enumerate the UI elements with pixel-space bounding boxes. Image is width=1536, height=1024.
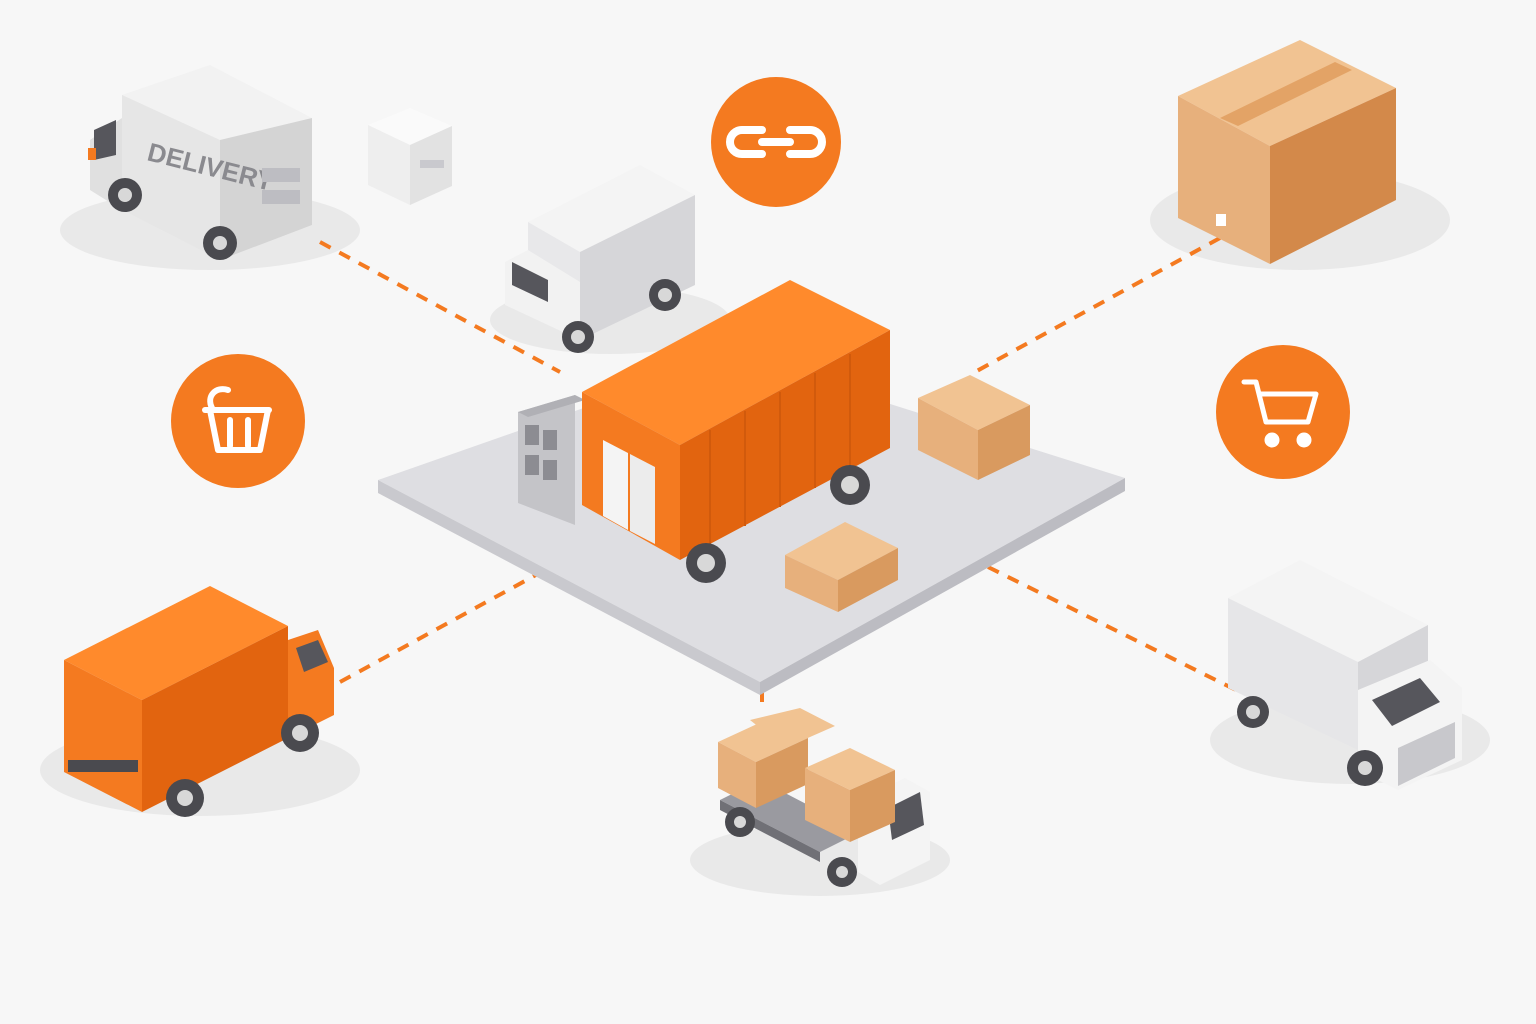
basket-badge [171,354,305,488]
large-parcel [1178,40,1396,264]
connector-white-truck [987,565,1237,692]
truck-windshield [512,262,548,302]
hub-box-front [785,522,898,612]
container-door-right [630,454,655,544]
truck-windshield [296,640,328,672]
small-white-box [368,108,452,205]
connector-delivery-van [319,240,561,374]
flatbed-truck [718,708,930,887]
window [543,460,557,480]
connector-orange-truck [339,568,546,684]
connector-parcel [974,236,1221,374]
link-icon [726,126,826,158]
white-box-truck-right [1228,560,1462,790]
shopping-cart-icon [1241,379,1319,448]
container-door-left [603,440,628,530]
window [543,430,557,450]
orange-box-truck [64,586,334,817]
cargo-boxes [718,708,895,842]
truck-windshield [888,792,924,840]
link-badge [711,77,841,207]
van-windshield [94,120,116,160]
window [525,425,539,445]
truck-windshield [1372,678,1440,726]
cart-badge [1216,345,1350,479]
window [525,455,539,475]
white-box-truck-top [505,165,695,353]
warehouse-building [518,395,585,525]
central-container-truck [582,280,890,583]
connector-lines [319,236,1237,708]
hub-box-right [918,375,1030,480]
basket-icon [202,386,272,453]
parcel-tape [1220,62,1352,126]
delivery-van: DELIVERY [88,65,312,260]
